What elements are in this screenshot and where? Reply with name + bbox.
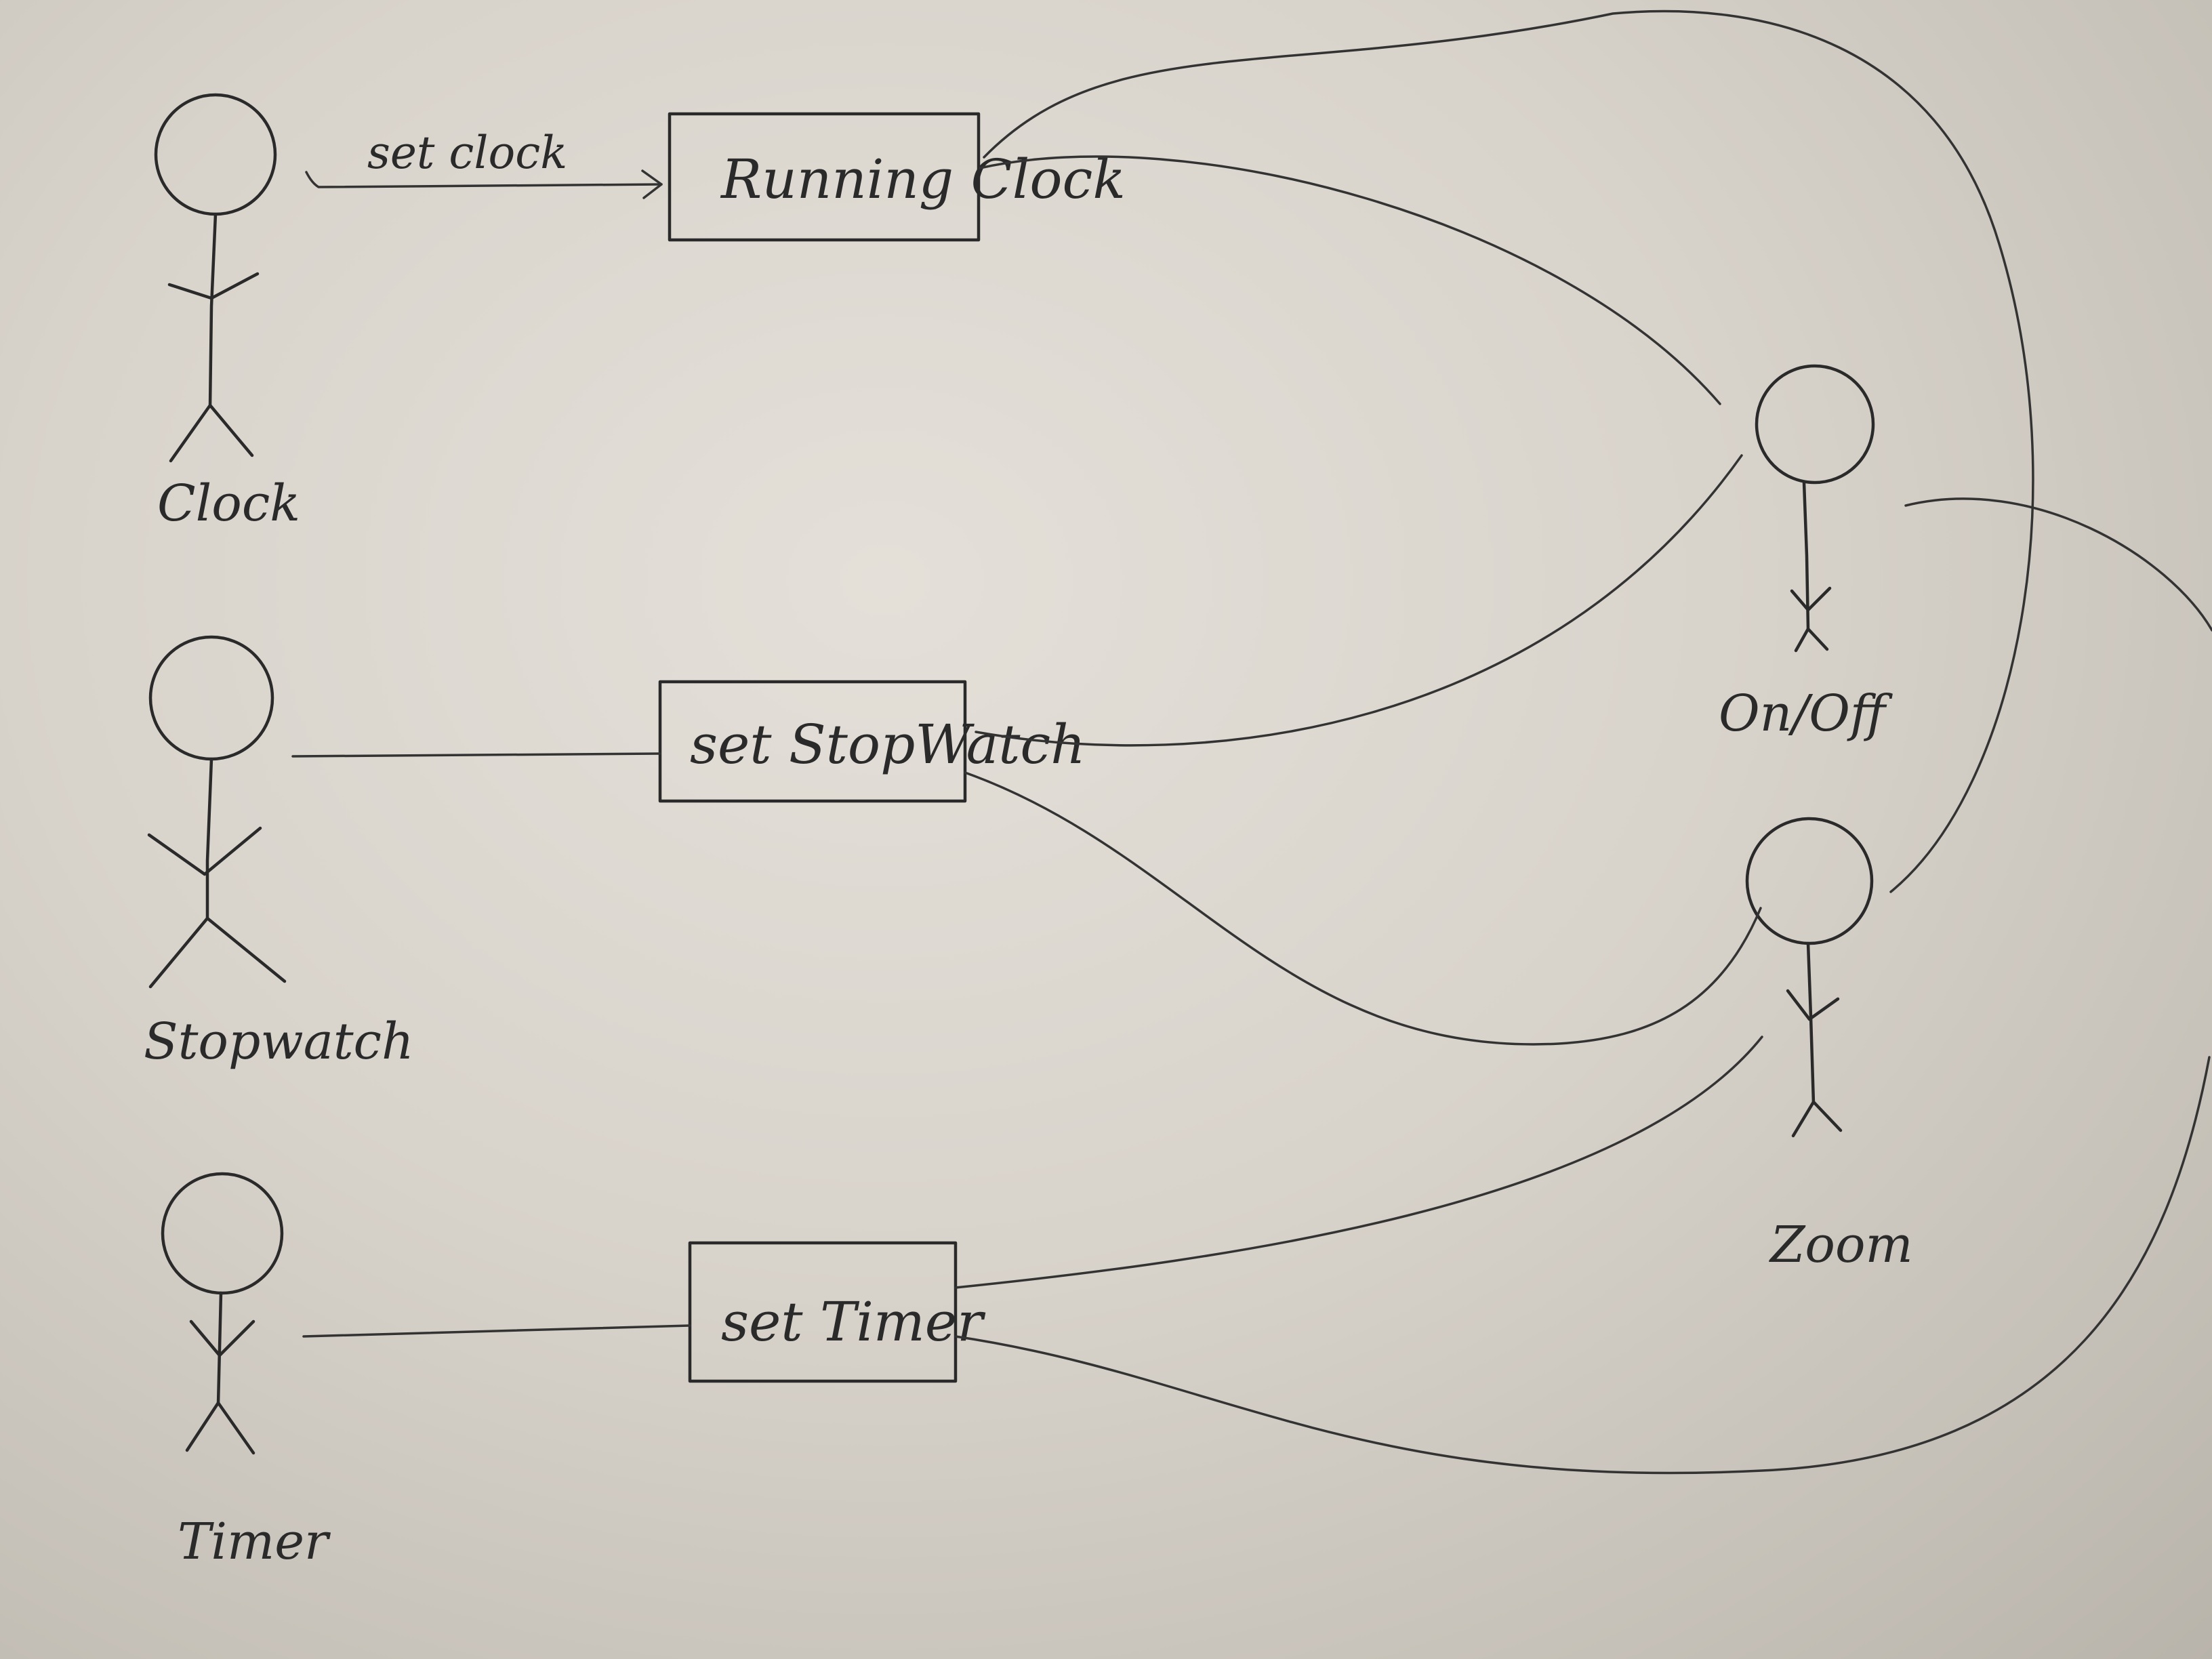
edge-set-timer-zoom [954, 1036, 1763, 1289]
usecase-set-timer-label: set Timer [721, 1290, 986, 1353]
actor-zoom: Zoom [1745, 817, 1913, 1274]
edge-set-timer-offscreen [954, 1056, 2211, 1475]
actor-timer: Timer [161, 1172, 331, 1571]
actor-zoom-legs [1791, 1100, 1843, 1138]
actor-stopwatch: Stopwatch [144, 635, 414, 1071]
edge-running-clock-zoom [983, 9, 2034, 893]
actor-stopwatch-arms [147, 826, 262, 876]
actor-zoom-body [1806, 941, 1816, 1105]
actor-clock-head [154, 93, 277, 216]
usecase-set-timer: set Timer [688, 1241, 986, 1383]
actor-zoom-head [1745, 817, 1874, 945]
actor-onoff-body [1802, 480, 1810, 631]
actor-clock: Clock [154, 93, 300, 533]
actor-clock-legs [169, 403, 254, 463]
edge-set-stopwatch-zoom [964, 771, 1762, 1046]
edge-set-stopwatch-onoff [975, 454, 1743, 747]
edge-offscreen-onoff [1904, 497, 2212, 632]
usecase-running-clock: Running Clock [668, 112, 1126, 242]
usecase-set-stopwatch-label: set StopWatch [690, 713, 1086, 776]
actor-timer-head [161, 1172, 284, 1295]
usecase-set-stopwatch: set StopWatch [658, 680, 1086, 803]
actor-onoff-head [1755, 364, 1875, 485]
edge-set-clock-arrowhead [641, 169, 663, 199]
actor-timer-legs [185, 1401, 255, 1455]
actor-onoff-legs [1794, 627, 1829, 653]
usecase-set-stopwatch-box [658, 680, 967, 803]
edge-set-clock-label: set clock [367, 127, 567, 179]
usecase-running-clock-box [668, 112, 981, 242]
edge-running-clock-onoff [979, 155, 1721, 405]
actor-stopwatch-head [148, 635, 274, 761]
usecase-set-timer-box [688, 1241, 958, 1383]
actor-zoom-label: Zoom [1769, 1216, 1913, 1274]
actor-stopwatch-label: Stopwatch [144, 1012, 414, 1071]
edge-clock-running-clock: set clock [305, 127, 663, 199]
edge-timer-set-timer [302, 1324, 691, 1338]
actor-onoff: On/Off [1719, 364, 1893, 743]
edge-set-clock-line [305, 171, 663, 188]
actor-onoff-arms [1790, 586, 1832, 612]
actor-clock-body [208, 212, 218, 409]
edge-stopwatch-set-stopwatch [291, 752, 661, 758]
actor-stopwatch-legs [148, 916, 287, 989]
actor-zoom-arms [1786, 989, 1840, 1021]
actor-stopwatch-body [205, 757, 213, 920]
actor-timer-arms [189, 1319, 255, 1357]
actor-timer-body [216, 1291, 223, 1406]
actor-clock-arms [167, 272, 260, 300]
actor-timer-label: Timer [178, 1513, 331, 1571]
actor-onoff-label: On/Off [1719, 684, 1893, 743]
actor-clock-label: Clock [157, 474, 300, 533]
